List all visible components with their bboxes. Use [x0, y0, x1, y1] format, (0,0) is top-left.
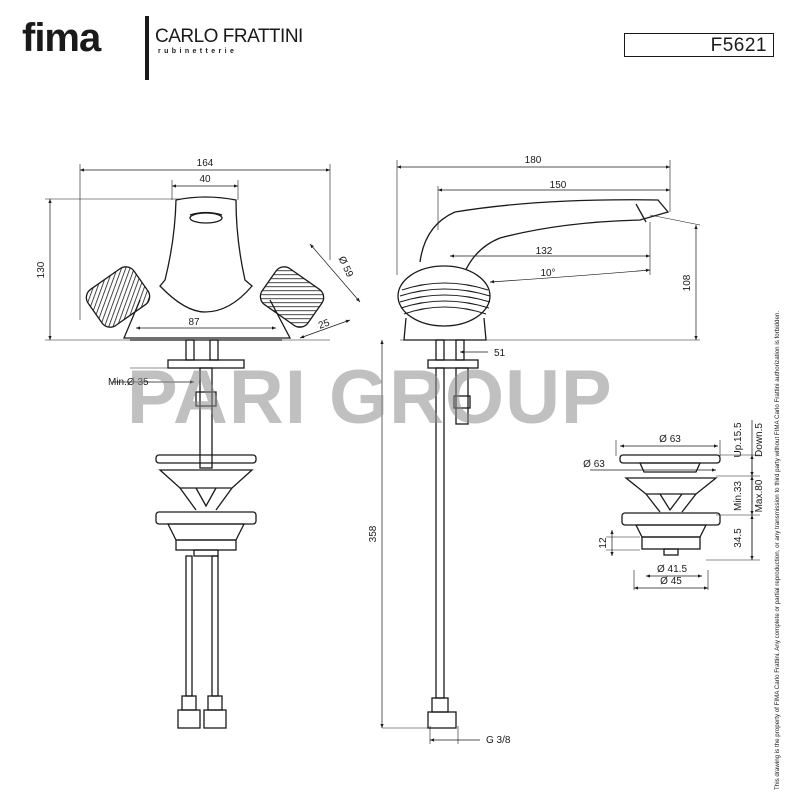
dim-travel-up: Up.15.5	[733, 422, 744, 457]
dim-angle: 10°	[540, 268, 555, 279]
front-view	[45, 164, 361, 729]
dim-front-spout-width: 40	[199, 174, 211, 185]
dim-max-thickness: Max.80	[754, 479, 765, 512]
dim-body-height: 34.5	[733, 528, 744, 548]
dim-side-height: 108	[682, 274, 693, 291]
watermark: PARI GROUP	[127, 355, 613, 440]
dim-flange-diameter: Ø 63	[583, 459, 605, 470]
dim-thread: G 3/8	[486, 735, 511, 746]
logo-subtitle: rubinetterie	[158, 48, 238, 55]
dim-spout-reach: 150	[550, 180, 567, 191]
dim-nut-height: 12	[598, 537, 609, 549]
dim-hose-length: 358	[368, 525, 379, 542]
dim-base-width: 87	[188, 317, 200, 328]
dim-front-height: 130	[36, 261, 47, 278]
logo-carlo-frattini: CARLO FRATTINI	[155, 26, 303, 47]
dim-travel-down: Down.5	[754, 423, 765, 457]
product-code: F5621	[710, 35, 767, 56]
logo-divider	[145, 16, 149, 80]
rights-notice: This drawing is the property of FIMA Car…	[774, 310, 781, 790]
dim-thread-diameter: Ø 41.5	[657, 564, 687, 575]
dim-handle-diameter: Ø 59	[336, 255, 355, 280]
logo-fima: fima	[22, 16, 101, 60]
side-view	[380, 160, 701, 744]
dim-handle-offset: 25	[317, 317, 332, 331]
product-code-box: F5621	[624, 33, 774, 57]
dim-min-thickness: Min.33	[733, 481, 744, 511]
dim-hole-min: Min.Ø 35	[108, 377, 149, 388]
dim-cap-diameter: Ø 63	[659, 434, 681, 445]
dim-front-width: 164	[197, 158, 214, 169]
dim-spout-inner: 132	[536, 246, 553, 257]
dim-side-length: 180	[525, 155, 542, 166]
dim-base-depth: 51	[494, 348, 506, 359]
dim-nut-diameter: Ø 45	[660, 576, 682, 587]
waste-detail	[590, 420, 760, 590]
